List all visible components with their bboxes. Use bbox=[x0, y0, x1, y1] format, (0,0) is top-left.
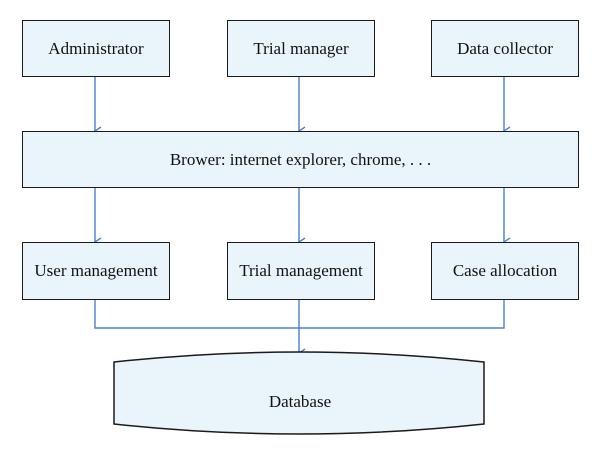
trial-management-box: Trial management bbox=[227, 242, 375, 300]
browser-box: Brower: internet explorer, chrome, . . . bbox=[22, 131, 579, 188]
database-shape bbox=[113, 351, 485, 435]
trial-manager-box: Trial manager bbox=[227, 20, 375, 77]
data-collector-box: Data collector bbox=[431, 20, 579, 77]
database-label: Database bbox=[268, 392, 332, 411]
administrator-box: Administrator bbox=[22, 20, 170, 77]
case-allocation-box: Case allocation bbox=[431, 242, 579, 300]
user-management-box: User management bbox=[22, 242, 170, 300]
